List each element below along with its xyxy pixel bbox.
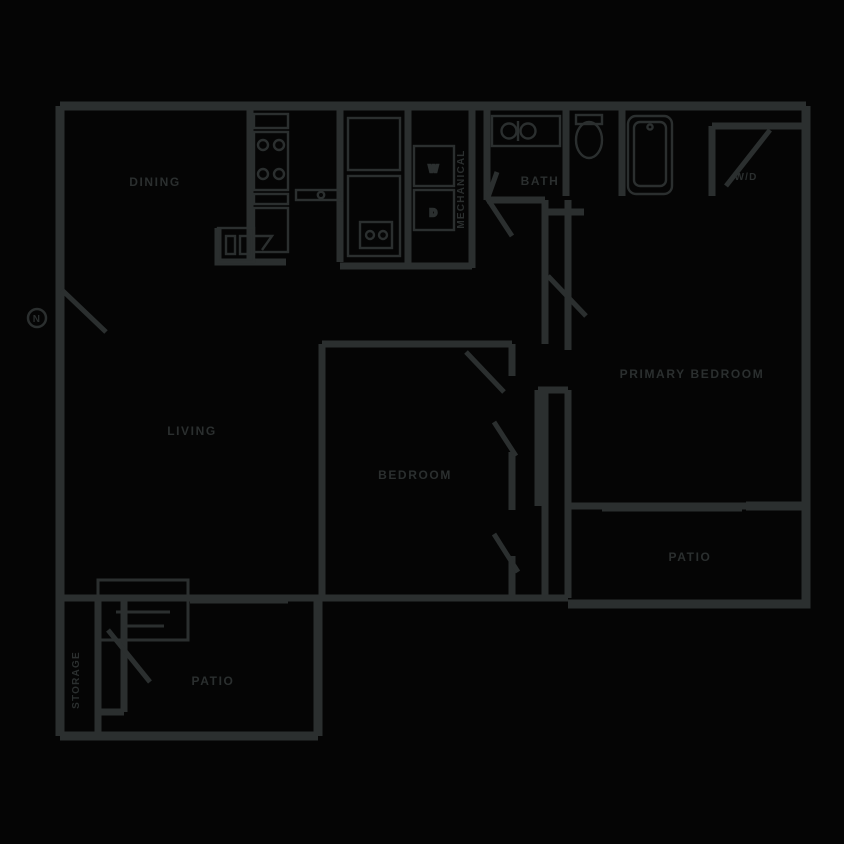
room-label-wic: W/D [734, 172, 757, 183]
room-label-living: LIVING [167, 424, 217, 438]
room-label-bedroom: BEDROOM [378, 468, 452, 482]
exterior-walls [55, 101, 811, 741]
room-label-bath: BATH [521, 174, 560, 188]
interior-walls [60, 110, 806, 736]
kitchen-fixtures [216, 112, 402, 264]
north-compass-icon: N [26, 307, 48, 329]
washer-label: W [429, 164, 440, 175]
patio-sliding-doors [188, 502, 742, 604]
room-label-dining: DINING [129, 175, 181, 189]
room-label-patio-east: PATIO [669, 550, 712, 564]
room-label-primary-bedroom: PRIMARY BEDROOM [620, 367, 765, 381]
laundry-washer-dryer: W D [412, 144, 456, 232]
room-label-patio-south: PATIO [192, 674, 235, 688]
dryer-label: D [430, 208, 438, 219]
hall-bath-fixtures [358, 220, 394, 250]
bath-fixtures [490, 113, 674, 196]
room-label-storage: STORAGE [71, 651, 82, 709]
compass-label: N [33, 314, 41, 325]
room-labels: DINING LIVING BEDROOM PRIMARY BEDROOM BA… [71, 149, 765, 709]
patio-stair-icon [96, 578, 190, 642]
door-swings [60, 128, 772, 684]
room-label-mechanical: MECHANICAL [456, 149, 467, 228]
